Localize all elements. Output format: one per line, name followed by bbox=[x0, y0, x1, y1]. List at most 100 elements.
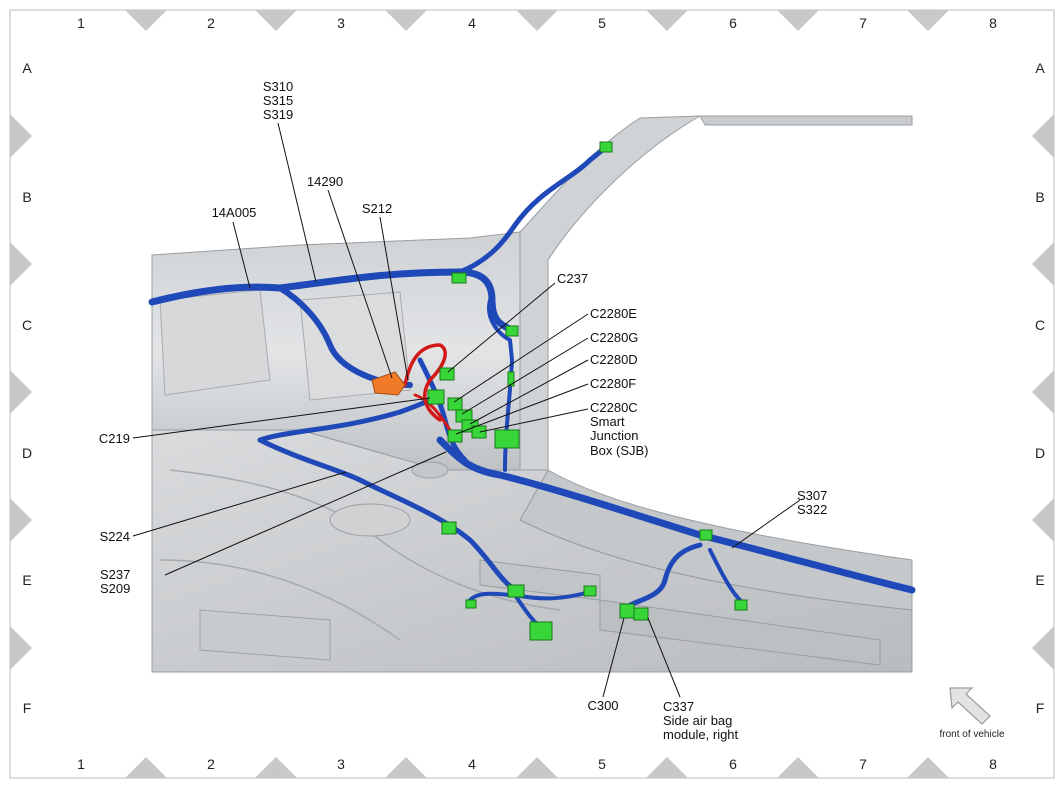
connector-c2280e bbox=[447, 397, 463, 411]
front-of-vehicle-label: front of vehicle bbox=[939, 729, 1004, 740]
grid-marker bbox=[125, 757, 167, 778]
grid-marker bbox=[255, 757, 297, 778]
grid-marker bbox=[125, 10, 167, 31]
label-s315: S315 bbox=[263, 93, 293, 108]
row-label-left: A bbox=[22, 60, 32, 76]
grid-labels: 1 2 3 4 5 6 7 8 1 2 3 4 5 6 7 8 A B C D … bbox=[22, 15, 1045, 772]
connector-c2280c bbox=[471, 425, 487, 439]
column-label-bottom: 5 bbox=[598, 756, 606, 772]
column-label-top: 8 bbox=[989, 15, 997, 31]
row-label-left: D bbox=[22, 445, 32, 461]
connector bbox=[583, 585, 597, 597]
relay-14290 bbox=[371, 371, 406, 396]
grid-marker bbox=[1032, 370, 1054, 414]
grid-marker bbox=[777, 10, 819, 31]
label-c237: C237 bbox=[557, 271, 588, 286]
grid-marker bbox=[646, 757, 688, 778]
connector-c2280f bbox=[447, 429, 463, 443]
column-label-bottom: 7 bbox=[859, 756, 867, 772]
column-label-top: 4 bbox=[468, 15, 476, 31]
connector bbox=[465, 599, 477, 609]
connector bbox=[441, 521, 457, 535]
label-14290: 14290 bbox=[307, 174, 343, 189]
row-label-right: C bbox=[1035, 317, 1045, 333]
row-label-right: F bbox=[1036, 700, 1045, 716]
grid-markers bbox=[10, 10, 1054, 778]
grid-marker bbox=[1032, 242, 1054, 286]
label-c300: C300 bbox=[587, 698, 618, 713]
column-label-bottom: 6 bbox=[729, 756, 737, 772]
label-c2280f: C2280F bbox=[590, 376, 636, 391]
column-label-top: 2 bbox=[207, 15, 215, 31]
label-c337-line: module, right bbox=[663, 727, 739, 742]
label-s307: S307 bbox=[797, 488, 827, 503]
column-label-top: 7 bbox=[859, 15, 867, 31]
row-label-left: C bbox=[22, 317, 32, 333]
label-c2280g: C2280G bbox=[590, 330, 638, 345]
row-label-right: A bbox=[1035, 60, 1045, 76]
label-c2280c: C2280C bbox=[590, 400, 638, 415]
connector bbox=[599, 141, 613, 153]
connector bbox=[699, 529, 713, 541]
grid-marker bbox=[907, 757, 949, 778]
label-sjb-line: Box (SJB) bbox=[590, 443, 649, 458]
label-c219: C219 bbox=[99, 431, 130, 446]
grid-marker bbox=[1032, 114, 1054, 158]
label-s310: S310 bbox=[263, 79, 293, 94]
label-sjb-line: Smart bbox=[590, 414, 625, 429]
label-sjb-line: Junction bbox=[590, 428, 638, 443]
column-label-top: 5 bbox=[598, 15, 606, 31]
label-s319: S319 bbox=[263, 107, 293, 122]
row-label-left: E bbox=[22, 572, 31, 588]
connector bbox=[529, 621, 553, 641]
vehicle-body-illustration bbox=[151, 115, 913, 673]
connector bbox=[507, 584, 525, 598]
connector-c300 bbox=[619, 603, 635, 619]
connector bbox=[451, 272, 467, 284]
grid-marker bbox=[516, 757, 558, 778]
grid-marker bbox=[10, 626, 32, 670]
grid-marker bbox=[10, 114, 32, 158]
column-label-top: 1 bbox=[77, 15, 85, 31]
grid-marker bbox=[10, 370, 32, 414]
grid-marker bbox=[385, 757, 427, 778]
label-c337-line: Side air bag bbox=[663, 713, 732, 728]
connector bbox=[734, 599, 748, 611]
row-label-left: F bbox=[23, 700, 32, 716]
label-c2280e: C2280E bbox=[590, 306, 637, 321]
grid-marker bbox=[646, 10, 688, 31]
column-label-bottom: 8 bbox=[989, 756, 997, 772]
column-label-bottom: 2 bbox=[207, 756, 215, 772]
grid-marker bbox=[255, 10, 297, 31]
connector-c219 bbox=[427, 389, 445, 405]
connector-c237 bbox=[439, 367, 455, 381]
grid-marker bbox=[907, 10, 949, 31]
label-c2280d: C2280D bbox=[590, 352, 638, 367]
column-label-bottom: 4 bbox=[468, 756, 476, 772]
smart-junction-box bbox=[494, 429, 520, 449]
connector bbox=[507, 371, 515, 387]
row-label-right: D bbox=[1035, 445, 1045, 461]
label-14a005: 14A005 bbox=[212, 205, 257, 220]
label-s212: S212 bbox=[362, 201, 392, 216]
row-label-right: B bbox=[1035, 189, 1044, 205]
column-label-top: 3 bbox=[337, 15, 345, 31]
front-of-vehicle-indicator: front of vehicle bbox=[939, 687, 1005, 740]
leader-lines bbox=[132, 122, 801, 698]
grid-marker bbox=[777, 757, 819, 778]
wiring-harness bbox=[148, 145, 916, 632]
grid-marker bbox=[10, 242, 32, 286]
row-label-left: B bbox=[22, 189, 31, 205]
grid-marker bbox=[1032, 498, 1054, 542]
direction-arrow-icon bbox=[949, 687, 991, 725]
callout-labels: S310 S315 S319 14290 S212 14A005 C237 C2… bbox=[99, 79, 827, 742]
column-label-top: 6 bbox=[729, 15, 737, 31]
label-s224: S224 bbox=[100, 529, 130, 544]
label-c337: C337 bbox=[663, 699, 694, 714]
column-label-bottom: 1 bbox=[77, 756, 85, 772]
grid-marker bbox=[1032, 626, 1054, 670]
label-s209: S209 bbox=[100, 581, 130, 596]
column-label-bottom: 3 bbox=[337, 756, 345, 772]
grid-marker bbox=[385, 10, 427, 31]
